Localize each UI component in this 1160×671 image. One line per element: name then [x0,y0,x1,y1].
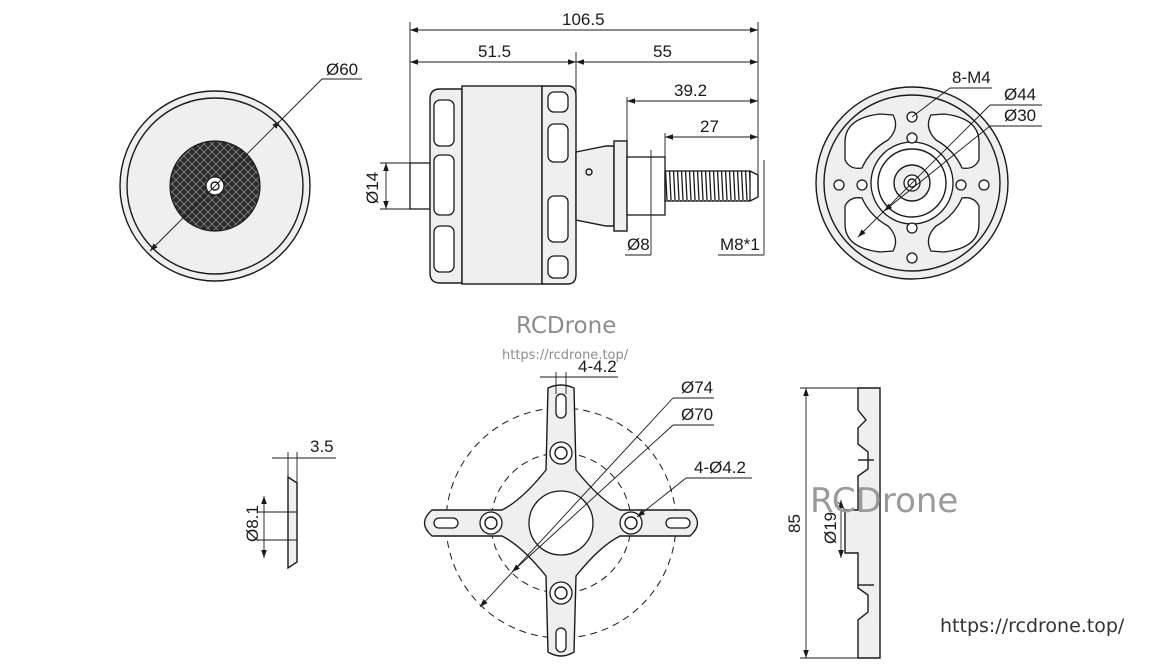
watermark-brand-large: RCDrone [810,481,958,521]
dim-line-dia70 [511,424,674,573]
prop-adapter [575,145,615,227]
side-view: 106.5 51.5 55 39.2 27 Ø14 Ø8 M8*1 [363,10,765,285]
label-3-5: 3.5 [310,437,334,456]
mount-hole-right-ring [619,511,643,535]
slot-bottom [555,627,567,653]
label-8m4: 8-M4 [952,68,991,87]
m4-hole-7 [955,179,967,191]
m4-hole-6 [856,179,868,191]
label-dia30: Ø30 [1004,106,1036,125]
section-view: 85 Ø19 [785,387,881,659]
m4-hole-5 [833,179,845,191]
dim-line-dia44 [857,104,991,238]
label-m8: M8*1 [720,235,760,254]
stator-slot-1 [433,99,455,147]
m4-hole-2 [906,132,918,144]
label-4-4-2: 4-4.2 [578,357,617,376]
front-spoke-window-4 [927,197,980,253]
mount-hole-top [554,446,568,460]
slot-right [665,517,691,529]
bell-body [461,85,543,285]
front-spoke-window-1 [844,113,897,169]
label-51-5: 51.5 [478,42,511,61]
rear-boss [409,162,431,210]
mount-hole-bottom [554,586,568,600]
mount-hole-right [624,516,638,530]
label-dia44: Ø44 [1004,85,1036,104]
front-slot-2 [547,123,569,163]
adapter-flange [613,140,628,232]
dim-line-4-dia-4-2 [636,477,687,518]
label-dia8-1: Ø8.1 [243,505,262,542]
rear-end-view: Ø60 [119,60,362,282]
mount-hole-bottom-ring [549,581,573,605]
adapter-set-screw [585,168,593,176]
dim-line-dia30 [883,125,991,212]
slot-left [433,517,459,529]
mount-center-hole [528,490,594,556]
m4-hole-4 [906,252,918,264]
label-4-dia-4-2: 4-Ø4.2 [694,458,746,477]
m4-hole-8 [978,179,990,191]
slot-top [555,393,567,419]
watermark-brand: RCDrone [516,313,616,339]
mount-hole-top-ring [549,441,573,465]
adapter-collar [626,156,666,216]
label-39-2: 39.2 [674,81,707,100]
m4-hole-3 [906,222,918,234]
rear-inner-rim [126,97,304,275]
label-dia8: Ø8 [627,235,650,254]
dim-line-dia60 [149,120,281,252]
label-dia60: Ø60 [326,60,358,79]
label-55: 55 [653,42,672,61]
leader-8m4 [911,87,951,118]
label-dia74: Ø74 [681,378,713,397]
label-85: 85 [785,514,804,533]
cross-mount-view: 4-4.2 Ø74 Ø70 4-Ø4.2 [423,357,752,657]
front-slot-4 [547,255,569,279]
footer-url: https://rcdrone.top/ [940,615,1125,637]
label-27: 27 [700,117,719,136]
spacer-view: 3.5 Ø8.1 [243,437,336,570]
stator-slot-2 [433,154,455,216]
label-dia70: Ø70 [681,405,713,424]
front-inner-rim [823,94,1001,272]
label-dia19: Ø19 [821,512,840,544]
label-106-5: 106.5 [562,10,605,29]
spacer-profile [287,475,298,570]
front-slot-3 [547,195,569,243]
front-hub-inner [877,148,947,218]
label-dia14: Ø14 [363,172,382,204]
section-profile [844,387,881,659]
front-end-view: 8-M4 Ø44 Ø30 [815,68,1042,280]
threaded-shaft [664,170,751,202]
mount-hole-left [484,516,498,530]
bell-front-section [541,85,577,285]
shaft-chamfer-bottom [749,196,759,202]
stator-slot-3 [433,225,455,273]
front-slot-1 [547,91,569,113]
leader-dia60 [279,78,323,122]
front-shaft-center [907,178,917,188]
shaft-chamfer-top [749,170,759,176]
mount-hole-left-ring [479,511,503,535]
watermark-url: https://rcdrone.top/ [502,348,629,363]
